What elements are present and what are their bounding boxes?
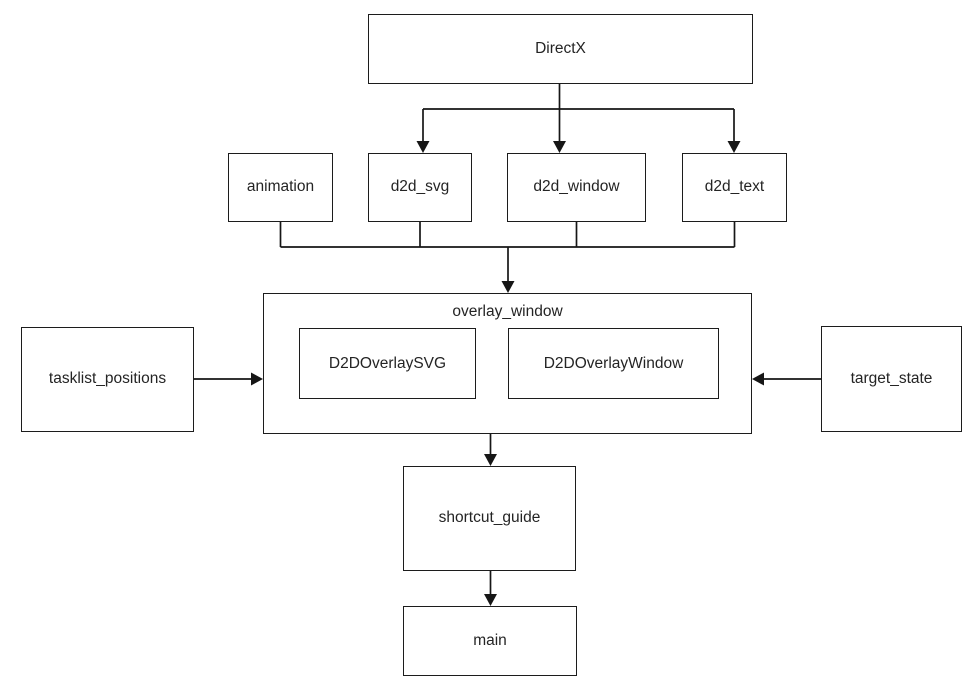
arrowhead-into-main: [484, 594, 497, 606]
node-tasklist-positions-label: tasklist_positions: [48, 370, 167, 388]
node-d2d-svg-label: d2d_svg: [390, 178, 450, 196]
arrowhead-into-d2d-text: [727, 141, 741, 153]
node-animation-label: animation: [246, 178, 315, 196]
arrowhead-into-overlay-window-right: [752, 372, 764, 386]
node-overlay-window-group: overlay_window D2DOverlaySVG D2DOverlayW…: [263, 293, 752, 434]
node-d2d-text: d2d_text: [682, 153, 787, 222]
node-target-state-label: target_state: [850, 369, 933, 387]
arrowhead-into-d2d-svg: [416, 141, 430, 153]
node-main: main: [403, 606, 577, 676]
node-d2d-overlay-window: D2DOverlayWindow: [508, 328, 719, 399]
node-overlay-window-label: overlay_window: [452, 303, 563, 320]
node-shortcut-guide-label: shortcut_guide: [438, 509, 541, 527]
node-animation: animation: [228, 153, 333, 222]
edge-modules-merge-to-overlay-window: [279, 222, 736, 281]
arrowhead-into-shortcut-guide: [484, 454, 497, 466]
node-target-state: target_state: [821, 326, 962, 432]
node-d2d-svg: d2d_svg: [368, 153, 472, 222]
node-d2d-window-label: d2d_window: [533, 178, 620, 196]
edge-directx-to-d2d-modules: [422, 84, 735, 141]
arrowhead-into-overlay-window-left: [251, 372, 263, 386]
node-directx: DirectX: [368, 14, 753, 84]
node-directx-label: DirectX: [535, 39, 586, 57]
node-shortcut-guide: shortcut_guide: [403, 466, 576, 571]
arrowhead-into-overlay-window-top: [501, 281, 515, 293]
node-d2d-overlay-svg: D2DOverlaySVG: [299, 328, 476, 399]
node-tasklist-positions: tasklist_positions: [21, 327, 194, 432]
node-d2d-overlay-svg-label: D2DOverlaySVG: [328, 354, 447, 372]
node-d2d-window: d2d_window: [507, 153, 646, 222]
node-d2d-overlay-window-label: D2DOverlayWindow: [543, 354, 684, 372]
node-d2d-text-label: d2d_text: [704, 178, 765, 196]
node-main-label: main: [473, 631, 507, 649]
arrowhead-into-d2d-window: [553, 141, 566, 153]
